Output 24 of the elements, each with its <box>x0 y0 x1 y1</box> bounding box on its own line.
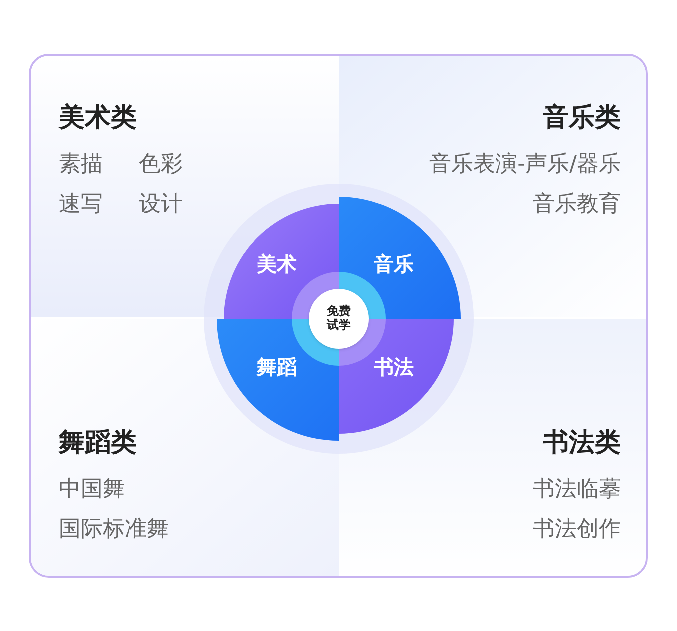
course-item: 音乐教育 <box>533 191 621 219</box>
card-background <box>29 54 648 578</box>
course-item: 速写 <box>59 191 104 219</box>
category-panel <box>31 56 340 317</box>
course-item: 书法创作 <box>533 516 621 544</box>
course-item: 色彩 <box>139 151 183 179</box>
course-item: 国际标准舞 <box>59 516 169 544</box>
course-item: 素描 <box>59 151 104 179</box>
sector-label: 音乐 <box>374 254 414 274</box>
category-heading: 美术类 <box>59 102 138 135</box>
category-panel <box>31 319 340 576</box>
category-heading: 音乐类 <box>542 102 621 135</box>
category-panel <box>339 319 646 576</box>
center-label: 免费试学 <box>326 305 352 333</box>
course-item: 音乐表演-声乐/器乐 <box>430 151 621 179</box>
category-panel <box>339 56 646 317</box>
sector-label: 书法 <box>374 357 414 377</box>
sector-label: 舞蹈 <box>257 357 297 377</box>
course-item: 书法临摹 <box>533 476 621 504</box>
category-heading: 舞蹈类 <box>59 427 138 460</box>
category-heading: 书法类 <box>542 427 621 460</box>
course-item: 中国舞 <box>59 476 125 504</box>
course-item: 设计 <box>139 191 183 219</box>
sector-label: 美术 <box>257 254 297 274</box>
